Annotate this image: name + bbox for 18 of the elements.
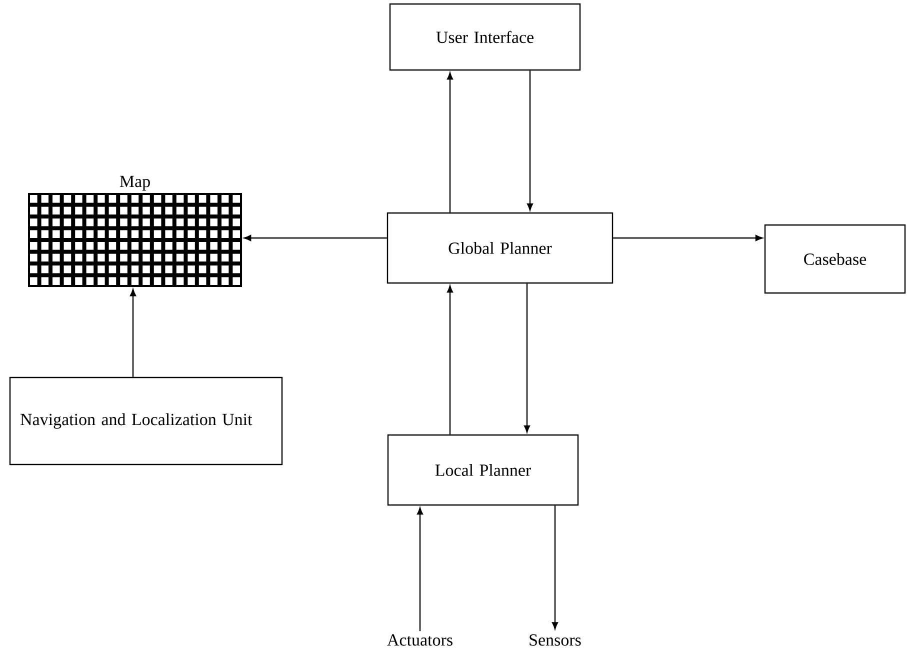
io-label: Sensors	[530, 634, 581, 646]
arrow	[526, 70, 534, 211]
arrow	[613, 234, 763, 242]
map-drawing: Map	[28, 176, 242, 287]
process-box: Casebase	[764, 224, 906, 294]
arrow	[524, 284, 530, 433]
process-box: User Interface	[389, 3, 581, 71]
arrow	[446, 72, 454, 212]
arrow	[244, 234, 387, 242]
io-label: Actuators	[387, 634, 452, 646]
process-box: Global Planner	[386, 212, 614, 284]
arrow	[416, 507, 424, 632]
arrow	[552, 506, 558, 630]
arrow	[130, 288, 136, 377]
process-box: Navigation and Localization Unit	[9, 376, 283, 466]
node-label: Map	[120, 176, 150, 191]
process-box: Local Planner	[387, 434, 579, 506]
arrow	[446, 285, 454, 434]
